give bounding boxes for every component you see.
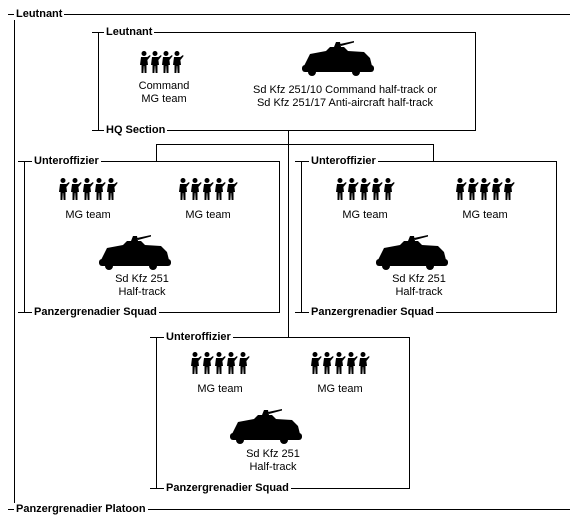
squad-right-top-tick (295, 161, 301, 162)
halftrack-icon (230, 409, 302, 444)
hq-vehicle-label-1: Sd Kfz 251/10 Command half-track or (252, 84, 438, 96)
soldier-icon (179, 178, 238, 200)
squad-bottom-vehicle-1: Sd Kfz 251 (246, 448, 300, 460)
squad-right-bottom-label: Panzergrenadier Squad (309, 306, 436, 318)
soldier-icon (59, 178, 118, 200)
connector-left-drop (156, 144, 157, 161)
squad-left-vehicle-2: Half-track (118, 286, 166, 298)
squad-bottom-bottom-tick (150, 488, 156, 489)
squad-left-team-b: MG team (185, 209, 231, 221)
halftrack-icon (302, 41, 374, 76)
squad-left-bottom-label: Panzergrenadier Squad (32, 306, 159, 318)
soldier-icon (311, 352, 370, 374)
squad-bottom-vehicle-2: Half-track (249, 461, 297, 473)
hq-top-tick (92, 32, 98, 33)
squad-bottom-top-tick (150, 337, 156, 338)
platoon-top-label: Leutnant (14, 8, 65, 20)
connector-vertical (288, 131, 289, 337)
connector-horizontal (156, 144, 434, 145)
squad-bottom-top-label: Unteroffizier (164, 331, 233, 343)
squad-left-bottom-tick (18, 312, 24, 313)
soldier-icon (191, 352, 250, 374)
halftrack-icon (376, 235, 448, 270)
squad-left-top-tick (18, 161, 24, 162)
squad-right-team-b: MG team (462, 209, 508, 221)
platoon-box (14, 14, 570, 510)
soldier-icon (140, 51, 184, 73)
hq-bottom-tick (92, 130, 98, 131)
squad-right-top-label: Unteroffizier (309, 155, 378, 167)
soldier-icon (456, 178, 515, 200)
squad-bottom-team-a: MG team (197, 383, 243, 395)
connector-right-drop (433, 144, 434, 161)
hq-top-label: Leutnant (104, 26, 155, 38)
platoon-bottom-tick (8, 509, 14, 510)
squad-bottom-team-b: MG team (317, 383, 363, 395)
hq-box (98, 32, 476, 131)
squad-left-vehicle-1: Sd Kfz 251 (115, 273, 169, 285)
squad-left-team-a: MG team (65, 209, 111, 221)
hq-team-label-2: MG team (141, 93, 187, 105)
platoon-bottom-label: Panzergrenadier Platoon (14, 503, 148, 515)
platoon-top-tick (8, 14, 14, 15)
halftrack-icon (99, 235, 171, 270)
squad-left-top-label: Unteroffizier (32, 155, 101, 167)
squad-right-vehicle-1: Sd Kfz 251 (392, 273, 446, 285)
hq-team-label-1: Command (138, 80, 190, 92)
squad-right-team-a: MG team (342, 209, 388, 221)
squad-right-bottom-tick (295, 312, 301, 313)
squad-right-vehicle-2: Half-track (395, 286, 443, 298)
hq-vehicle-label-2: Sd Kfz 251/17 Anti-aircraft half-track (256, 97, 434, 109)
squad-bottom-bottom-label: Panzergrenadier Squad (164, 482, 291, 494)
hq-bottom-label: HQ Section (104, 124, 168, 136)
soldier-icon (336, 178, 395, 200)
